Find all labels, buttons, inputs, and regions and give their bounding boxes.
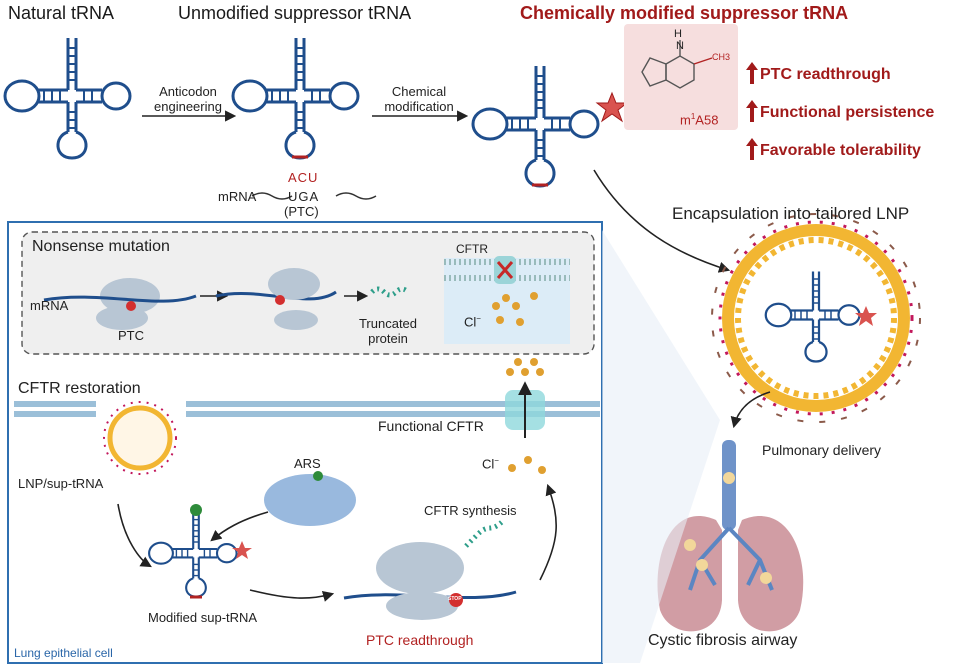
- benefit-ptc-readthrough: PTC readthrough: [760, 66, 891, 83]
- nonsense-cl-label: Cl−: [464, 314, 481, 330]
- nonsense-mutation-title: Nonsense mutation: [32, 238, 170, 255]
- natural-trna-title: Natural tRNA: [8, 3, 115, 23]
- lnp-sup-trna-label: LNP/sup-tRNA: [18, 476, 104, 491]
- benefit-up-arrows: [746, 62, 758, 160]
- stop-label: STOP: [448, 596, 462, 602]
- benefit-functional-persistence: Functional persistence: [760, 104, 935, 121]
- pulmonary-delivery-label: Pulmonary delivery: [762, 442, 882, 458]
- mrna-label: mRNA: [218, 189, 257, 204]
- molecule-n-label: N: [676, 40, 684, 52]
- nonsense-mrna-label: mRNA: [30, 298, 69, 313]
- cystic-fibrosis-label: Cystic fibrosis airway: [648, 632, 798, 649]
- cftr-synthesis-label: CFTR synthesis: [424, 503, 517, 518]
- modified-sup-trna-label: Modified sup-tRNA: [148, 610, 258, 625]
- nonsense-ptc-label: PTC: [118, 328, 144, 343]
- unmodified-trna-graphic: [231, 36, 360, 160]
- lnp-title: Encapsulation into tailored LNP: [672, 204, 910, 223]
- lnp-particle: [711, 213, 921, 423]
- codon-label: UGA: [288, 189, 320, 204]
- m1a58-label: m1A58: [680, 112, 719, 128]
- lung-cell-label: Lung epithelial cell: [14, 646, 113, 660]
- molecule-h-label: H: [674, 28, 682, 40]
- anticodon-label: ACU: [288, 170, 319, 185]
- m1a-structure-icon: [641, 40, 713, 89]
- ptc-label: (PTC): [284, 204, 319, 219]
- modified-trna-title: Chemically modified suppressor tRNA: [520, 3, 849, 23]
- benefit-favorable-tolerability: Favorable tolerability: [760, 142, 921, 159]
- modification-star-icon: [595, 91, 629, 123]
- nonsense-cftr-label: CFTR: [456, 242, 488, 256]
- stop-sign-icon: [449, 593, 463, 607]
- methyl-label: CH3: [712, 52, 731, 62]
- modified-trna-graphic: [471, 64, 600, 188]
- ptc-readthrough-label: PTC readthrough: [366, 632, 474, 648]
- functional-cftr-label: Functional CFTR: [378, 418, 484, 434]
- ars-enzyme-icon: [264, 474, 356, 526]
- ars-label: ARS: [294, 456, 321, 471]
- cftr-restoration-title: CFTR restoration: [18, 380, 141, 397]
- unmodified-trna-title: Unmodified suppressor tRNA: [178, 3, 412, 23]
- restoration-cl-label: Cl−: [482, 456, 499, 472]
- natural-trna-graphic: [3, 36, 132, 160]
